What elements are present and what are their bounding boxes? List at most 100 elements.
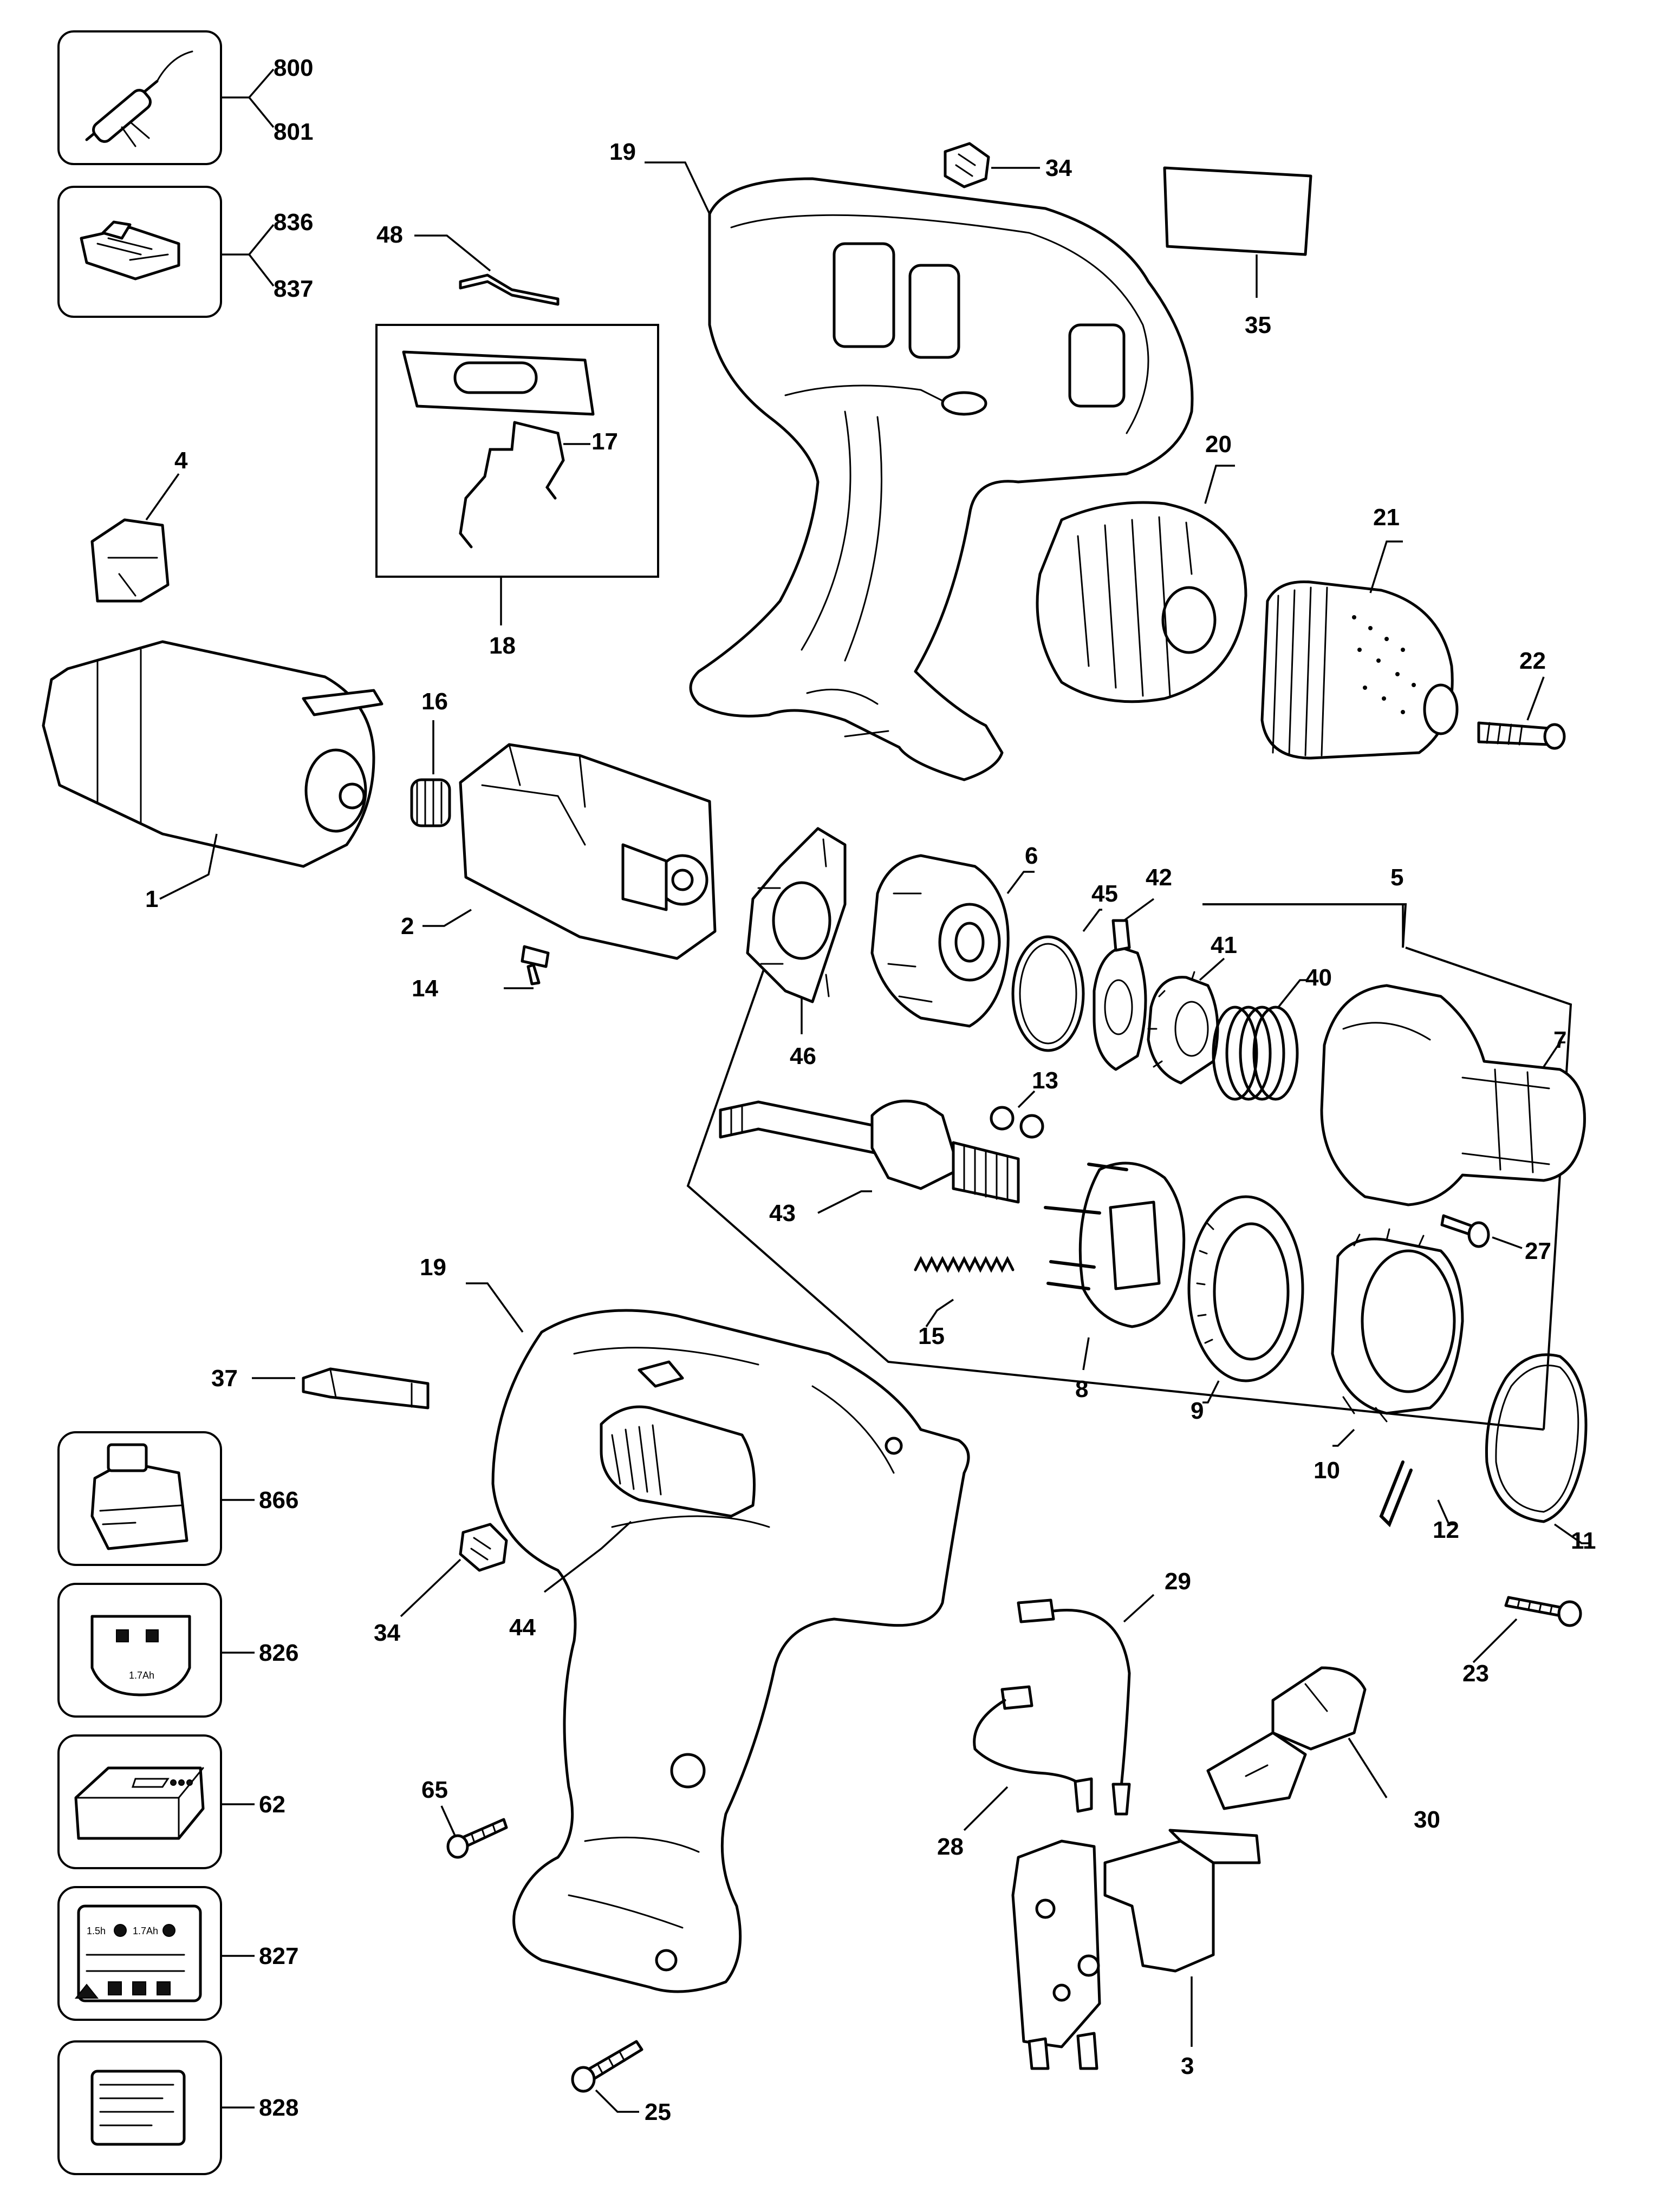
part-2-gearbox: 2 xyxy=(401,743,717,960)
part-3-switch: 3 xyxy=(1011,1829,1261,2079)
battery-label-sticker-icon: 1.7Ah xyxy=(90,1615,191,1696)
part-46-spider-plate: 46 xyxy=(746,827,847,1069)
part-label-41: 41 xyxy=(1211,932,1237,958)
part-6-ring-gear-housing: 6 xyxy=(870,843,1038,1028)
part-label-1: 1 xyxy=(145,886,158,912)
accessory-box-826: 1.7Ah 826 xyxy=(57,1583,298,1718)
part-label-3: 3 xyxy=(1181,2053,1194,2079)
part-label-9: 9 xyxy=(1191,1398,1204,1424)
charger-icon xyxy=(74,1766,205,1840)
part-42-clutch-lever: 42 xyxy=(1093,864,1172,1071)
part-1-motor: 1 xyxy=(42,640,383,912)
part-9-thrust-ring: 9 xyxy=(1187,1195,1304,1424)
part-16-pinion-gear: 16 xyxy=(410,688,451,827)
accessory-box-800-801: 800 801 xyxy=(57,30,313,165)
part-label-29: 29 xyxy=(1165,1568,1191,1595)
part-label-34-bottom: 34 xyxy=(374,1620,400,1646)
part-34-top-clip: 34 xyxy=(944,142,1072,188)
charger-label-sticker-icon: 1.5h 1.7Ah xyxy=(74,1904,202,2002)
part-22-screw: 22 xyxy=(1477,648,1566,750)
part-label-4: 4 xyxy=(174,447,188,474)
accessory-box-62: 62 xyxy=(57,1734,285,1869)
part-label-34-top: 34 xyxy=(1045,155,1072,181)
part-label-7: 7 xyxy=(1553,1027,1566,1053)
part-label-11: 11 xyxy=(1571,1528,1596,1554)
part-35-label-card: 35 xyxy=(1163,166,1312,338)
part-25-screw: 25 xyxy=(571,2040,671,2125)
accessory-label-837: 837 xyxy=(274,276,313,302)
part-14-screw: 14 xyxy=(412,945,550,1002)
part-65-screw: 65 xyxy=(421,1777,508,1859)
accessory-box-866: 866 xyxy=(57,1431,298,1566)
part-label-13: 13 xyxy=(1032,1067,1058,1094)
part-27-screw: 27 xyxy=(1440,1214,1551,1264)
part-label-65: 65 xyxy=(421,1777,448,1803)
part-label-45: 45 xyxy=(1091,880,1118,907)
part-label-18: 18 xyxy=(489,632,516,659)
part-30-trigger-cover: 30 xyxy=(1206,1666,1440,1833)
rating-plate-sticker-icon xyxy=(90,2070,186,2146)
part-37-screwdriver-bit: 37 xyxy=(211,1365,430,1410)
part-label-8: 8 xyxy=(1075,1376,1088,1402)
accessory-label-836: 836 xyxy=(274,209,313,236)
part-label-42: 42 xyxy=(1146,864,1172,891)
part-label-20: 20 xyxy=(1205,431,1232,458)
part-label-30: 30 xyxy=(1414,1806,1440,1833)
part-label-40: 40 xyxy=(1305,964,1332,991)
part-19-housing-half-top: 19 xyxy=(609,139,1194,781)
accessory-label-828: 828 xyxy=(259,2094,298,2121)
part-label-43: 43 xyxy=(769,1200,796,1226)
part-label-19-top: 19 xyxy=(609,139,636,165)
part-label-21: 21 xyxy=(1373,504,1400,531)
part-21-chuck: 21 xyxy=(1260,504,1459,760)
part-label-46: 46 xyxy=(790,1043,816,1069)
part-19-housing-half-bottom: 19 44 xyxy=(420,1254,970,1993)
part-label-6: 6 xyxy=(1025,843,1038,869)
part-label-14: 14 xyxy=(412,975,438,1002)
part-label-27: 27 xyxy=(1525,1238,1551,1264)
part-13-ball-bearings: 13 xyxy=(990,1067,1058,1139)
soldering-tool-icon xyxy=(85,50,193,147)
part-label-17: 17 xyxy=(591,428,618,455)
part-label-15: 15 xyxy=(918,1323,945,1349)
part-4-brush-holder: 4 xyxy=(90,447,188,603)
part-label-35: 35 xyxy=(1245,312,1271,338)
part-label-22: 22 xyxy=(1519,648,1546,674)
part-label-44: 44 xyxy=(509,1614,536,1641)
accessory-label-801: 801 xyxy=(274,119,313,145)
part-34-bottom-clip: 34 xyxy=(374,1523,508,1646)
subassembly-outline-5: 5 xyxy=(686,864,1572,1431)
part-40-clutch-spring: 40 xyxy=(1212,964,1332,1101)
part-label-16: 16 xyxy=(421,688,448,715)
inset-box-18: 17 18 xyxy=(375,324,659,659)
accessory-box-836-837: 836 837 xyxy=(57,186,313,318)
accessory-label-827: 827 xyxy=(259,1943,298,1969)
charger-label-right-text: 1.7Ah xyxy=(133,1926,158,1936)
part-label-37: 37 xyxy=(211,1365,238,1392)
accessory-label-800: 800 xyxy=(274,55,313,81)
part-10-clutch-collar: 10 xyxy=(1314,1228,1464,1484)
accessory-label-826: 826 xyxy=(259,1640,298,1666)
part-7-gear-case: 7 xyxy=(1320,984,1586,1206)
charger-label-left-text: 1.5h xyxy=(87,1926,106,1936)
wire-spring-17-part xyxy=(459,421,565,549)
part-label-5: 5 xyxy=(1390,864,1403,891)
clip-accessory-icon xyxy=(80,220,180,280)
part-29-wire-lead: 29 xyxy=(1017,1568,1191,1816)
battery-label-small-text: 1.7Ah xyxy=(129,1670,154,1681)
part-28-wire-lead: 28 xyxy=(937,1685,1093,1860)
part-label-2: 2 xyxy=(401,913,414,939)
accessory-label-62: 62 xyxy=(259,1791,285,1818)
part-20-collar: 20 xyxy=(1036,431,1247,703)
part-15-spring: 15 xyxy=(914,1256,1015,1349)
accessory-label-866: 866 xyxy=(259,1487,298,1513)
accessory-box-828: 828 xyxy=(57,2040,298,2175)
part-label-10: 10 xyxy=(1314,1457,1340,1484)
part-8-cam-plate: 8 xyxy=(1044,1162,1186,1402)
part-label-19-bottom: 19 xyxy=(420,1254,446,1281)
part-label-23: 23 xyxy=(1462,1660,1489,1687)
part-12-u-pin: 12 xyxy=(1379,1460,1459,1543)
switch-plate-part xyxy=(402,350,595,416)
part-23-screw: 23 xyxy=(1462,1596,1582,1687)
